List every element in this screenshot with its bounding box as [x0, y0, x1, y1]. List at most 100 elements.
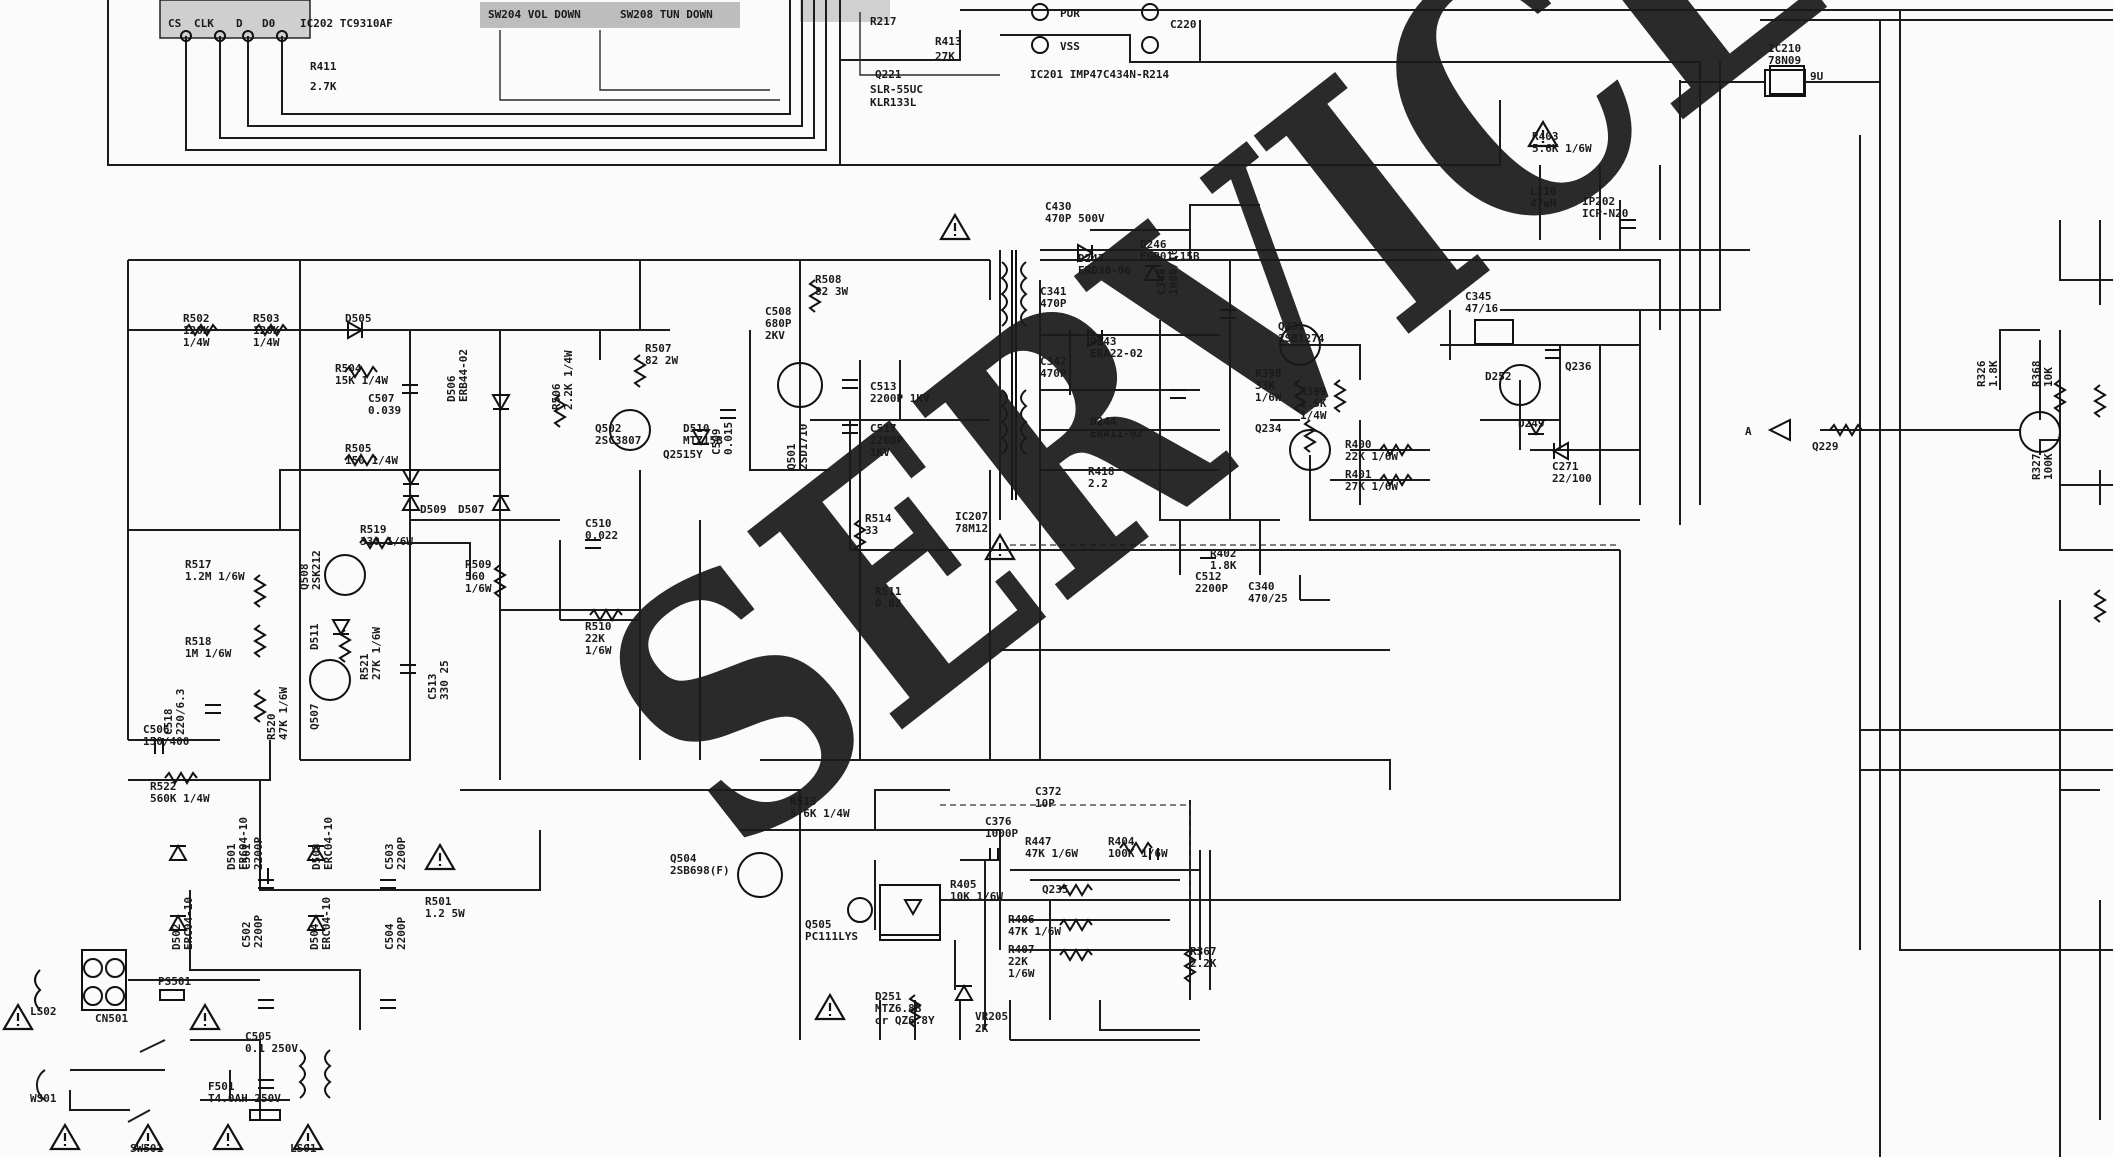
component-value: 47K 1/6W — [1008, 925, 1061, 938]
top-label: D0 — [262, 17, 275, 30]
component-ref: C504 — [383, 923, 396, 950]
component-ref: C518 — [162, 709, 175, 736]
warning-icon — [984, 532, 1016, 561]
component-label: D249 — [1518, 417, 1545, 430]
component-value: 150 1/4W — [345, 454, 398, 467]
component-rating: 1/6W — [1008, 967, 1035, 980]
top-strip — [107, 0, 2113, 1157]
component-ref: Q2515Y — [663, 448, 703, 461]
component-value: 120K — [183, 324, 210, 337]
component-ref: R400 — [1345, 438, 1372, 451]
component-value: 2.2K 1/4W — [562, 350, 575, 410]
component-value: 470P 500V — [1045, 212, 1105, 225]
component-value: 120K — [253, 324, 280, 337]
component-value: 1000/16 — [1167, 248, 1180, 295]
component-ref: Q234 — [1255, 422, 1282, 435]
component-value: 680P — [765, 317, 792, 330]
component-value: 2SK212 — [310, 550, 323, 590]
component-ref: R501 — [425, 895, 452, 908]
top-label: PUR — [1060, 7, 1080, 20]
component-value: 2.2 — [1088, 477, 1108, 490]
component-ref: C506 — [143, 723, 170, 736]
component-ref: R511 — [875, 585, 902, 598]
top-label: IC210 — [1768, 42, 1801, 55]
component-value: 0.039 — [368, 404, 401, 417]
component-ref: Q235 — [1042, 883, 1069, 896]
component-value: 2SC3807 — [595, 434, 641, 447]
component-value: 1.8K — [1210, 559, 1237, 572]
component-value: ERD38-06 — [1078, 264, 1131, 277]
component-value: ERC04-10 — [182, 897, 195, 950]
component-label: D511 — [308, 623, 321, 650]
component-ref: D501 — [225, 843, 238, 870]
component-ref: LS01 — [290, 1142, 317, 1155]
top-label: SLR-55UC — [870, 83, 923, 96]
component-value: 1.8K — [1987, 360, 2000, 387]
top-label: VSS — [1060, 40, 1080, 53]
component-value: 82 2W — [645, 354, 678, 367]
component-ref: IC207 — [955, 510, 988, 523]
component-ref: R398 — [1255, 367, 1282, 380]
component-ref: R503 — [253, 312, 280, 325]
component-ref: C517 — [870, 422, 897, 435]
component-ref: R518 — [185, 635, 212, 648]
component-ref: C340 — [1248, 580, 1275, 593]
component-value: ERA11-02 — [1090, 427, 1143, 440]
component-ref: R326 — [1975, 360, 1988, 387]
component-ref: D507 — [458, 503, 485, 516]
component-ref: R514 — [865, 512, 892, 525]
component-label: D507 — [458, 503, 485, 516]
power-supply-wiring — [127, 259, 1621, 1041]
component-value: ERC04-10 — [322, 817, 335, 870]
component-value: 2200P — [252, 915, 265, 948]
component-ref: C502 — [240, 922, 253, 949]
component-ref: D505 — [345, 312, 372, 325]
component-ref: D247 — [1078, 252, 1105, 265]
warning-icon — [292, 1122, 324, 1151]
warning-icon — [424, 842, 456, 871]
component-ref: D510 — [683, 422, 710, 435]
component-ref: R368 — [2030, 361, 2043, 388]
top-label: 78N09 — [1768, 54, 1801, 67]
component-ref: C513 — [426, 674, 439, 701]
top-label: KLR133L — [870, 96, 917, 109]
component-ref: R404 — [1108, 835, 1135, 848]
warning-icon — [189, 1002, 221, 1031]
component-ref: D246 — [1140, 238, 1167, 251]
component-ref: D244 — [1090, 415, 1117, 428]
component-value: MTZ15B — [683, 434, 723, 447]
component-ref: C513 — [870, 380, 897, 393]
component-value: 2.2K — [1190, 957, 1217, 970]
component-ref: C507 — [368, 392, 395, 405]
component-ref: Q236 — [1565, 360, 1592, 373]
component-value: 1.2M 1/6W — [185, 570, 245, 583]
component-value: 100K — [2042, 453, 2055, 480]
component-value: 1.5K — [1300, 397, 1327, 410]
